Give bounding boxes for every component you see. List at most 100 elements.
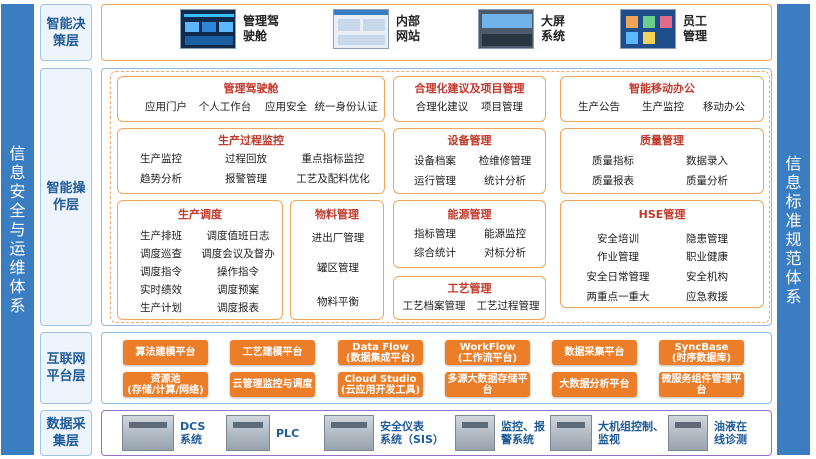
module-item[interactable]: 安全培训	[597, 233, 639, 245]
module-dispatch[interactable]: 生产调度 生产排班 调度值班日志 调度巡查 调度会议及督办 调度指令 操作指令 …	[117, 200, 283, 320]
decision-item-label-line: 管理驾	[243, 14, 280, 28]
module-item[interactable]: 数据录入	[686, 155, 728, 167]
module-item[interactable]: 实时绩效	[140, 284, 182, 296]
decision-item-website[interactable]: 内部网站	[333, 9, 420, 49]
platform-algorithm-modeling-button[interactable]: 算法建模平台	[123, 340, 208, 365]
platform-cloud-studio-button[interactable]: Cloud Studio(云应用开发工具)	[338, 372, 423, 397]
module-item[interactable]: 罐区管理	[317, 262, 359, 274]
module-title: 物料管理	[315, 208, 359, 221]
module-item[interactable]: 操作指令	[217, 266, 259, 278]
module-item[interactable]: 设备档案	[414, 155, 456, 167]
module-item[interactable]: 个人工作台	[198, 101, 252, 113]
module-title: 质量管理	[640, 134, 684, 147]
module-item[interactable]: 生产排班	[140, 230, 182, 242]
module-item[interactable]: 调度指令	[140, 266, 182, 278]
decision-item-staff[interactable]: 员工管理	[620, 9, 707, 49]
module-item[interactable]: 调度报表	[217, 302, 259, 314]
platform-craft-modeling-button[interactable]: 工艺建模平台	[230, 340, 315, 365]
platform-workflow-button[interactable]: WorkFlow(工作流平台)	[445, 340, 530, 365]
device-label-line: PLC	[276, 426, 300, 440]
module-mobile-office[interactable]: 智能移动办公 生产公告 生产监控 移动办公	[560, 76, 764, 122]
device-monitoring-alarm[interactable]: 监控、报警系统	[455, 415, 545, 451]
layer-label-line: 平台层	[46, 369, 86, 384]
platform-data-flow-button[interactable]: Data Flow(数据集成平台)	[338, 340, 423, 365]
decision-item-cockpit[interactable]: 管理驾驶舱	[180, 9, 279, 49]
module-item[interactable]: 工艺及配料优化	[296, 173, 370, 185]
module-item[interactable]: 安全机构	[686, 271, 728, 283]
module-item[interactable]: 质量分析	[686, 175, 728, 187]
module-item[interactable]: 调度巡查	[140, 248, 182, 260]
device-plc[interactable]: PLC	[226, 415, 299, 451]
module-item[interactable]: 趋势分析	[140, 173, 182, 185]
module-item[interactable]: 生产监控	[642, 101, 684, 113]
module-item[interactable]: 两重点一重大	[586, 291, 650, 303]
side-char: 信	[785, 153, 802, 173]
side-char: 全	[9, 201, 26, 220]
module-item[interactable]: 生产公告	[578, 101, 620, 113]
module-item[interactable]: 调度值班日志	[206, 230, 270, 242]
platform-syncbase-button[interactable]: SyncBase(时序数据库)	[659, 340, 744, 365]
module-item[interactable]: 报警管理	[225, 173, 267, 185]
module-item[interactable]: 合理化建议	[415, 101, 469, 113]
decision-item-label: 大屏系统	[541, 14, 565, 44]
platform-data-collection-button[interactable]: 数据采集平台	[552, 340, 637, 365]
module-equipment[interactable]: 设备管理 设备档案 检维修管理 运行管理 统计分析	[393, 128, 546, 194]
module-item[interactable]: 项目管理	[481, 101, 523, 113]
module-item[interactable]: 综合统计	[414, 247, 456, 259]
platform-cloud-monitoring-button[interactable]: 云管理监控与调度	[230, 372, 315, 397]
module-item[interactable]: 生产监控	[140, 153, 182, 165]
module-item[interactable]: 应急救援	[686, 291, 728, 303]
device-label-line: 线诊测	[714, 433, 747, 446]
module-process-monitoring[interactable]: 生产过程监控 生产监控 过程回放 重点指标监控 趋势分析 报警管理 工艺及配料优…	[117, 128, 385, 194]
module-item[interactable]: 运行管理	[414, 175, 456, 187]
module-item[interactable]: 职业健康	[686, 251, 728, 263]
module-item[interactable]: 重点指标监控	[301, 153, 365, 165]
module-hse[interactable]: HSE管理 安全培训 隐患管理 作业管理 职业健康 安全日常管理 安全机构 两重…	[560, 200, 764, 308]
module-item[interactable]: 应用门户	[145, 101, 187, 113]
decision-item-big-screen[interactable]: 大屏系统	[478, 9, 565, 49]
module-item[interactable]: 工艺过程管理	[476, 300, 540, 312]
module-item[interactable]: 对标分析	[484, 247, 526, 259]
module-item[interactable]: 质量指标	[592, 155, 634, 167]
platform-resource-pool-button[interactable]: 资源池(存储/计算/网络)	[123, 372, 208, 397]
module-title: 合理化建议及项目管理	[414, 82, 525, 95]
platform-sublabel: (时序数据库)	[671, 352, 732, 364]
module-item[interactable]: 过程回放	[225, 153, 267, 165]
module-craft[interactable]: 工艺管理 工艺档案管理 工艺过程管理	[393, 276, 546, 320]
module-item[interactable]: 工艺档案管理	[402, 300, 466, 312]
platform-bigdata-storage-button[interactable]: 多源大数据存储平台	[445, 372, 530, 397]
module-item[interactable]: 移动办公	[703, 101, 745, 113]
platform-bigdata-analysis-button[interactable]: 大数据分析平台	[552, 372, 637, 397]
module-cockpit[interactable]: 管理驾驶舱 应用门户 个人工作台 应用安全 统一身份认证	[117, 76, 385, 122]
module-energy[interactable]: 能源管理 指标管理 能源监控 综合统计 对标分析	[393, 200, 546, 268]
side-char: 体	[785, 267, 802, 287]
module-item[interactable]: 物料平衡	[317, 296, 359, 308]
module-item[interactable]: 应用安全	[265, 101, 307, 113]
module-item[interactable]: 质量报表	[592, 175, 634, 187]
device-unit-control[interactable]: 大机组控制、监视	[550, 415, 664, 451]
sis-cabinet-icon	[324, 415, 374, 451]
platform-microservice-button[interactable]: 微服务组件管理平台	[659, 372, 744, 397]
module-item[interactable]: 调度会议及督办	[201, 248, 275, 260]
module-item[interactable]: 安全日常管理	[586, 271, 650, 283]
dashboard-screen-icon	[180, 9, 236, 49]
module-material[interactable]: 物料管理 进出厂管理 罐区管理 物料平衡	[290, 200, 384, 320]
module-item[interactable]: 生产计划	[140, 302, 182, 314]
module-item[interactable]: 检维修管理	[478, 155, 532, 167]
device-oil-diagnosis[interactable]: 油液在线诊测	[668, 415, 747, 451]
module-quality[interactable]: 质量管理 质量指标 数据录入 质量报表 质量分析	[560, 128, 764, 194]
module-rational-suggestion[interactable]: 合理化建议及项目管理 合理化建议 项目管理	[393, 76, 546, 122]
module-item[interactable]: 作业管理	[597, 251, 639, 263]
security-ops-system-bar: 信 息 安 全 与 运 维 体 系	[1, 4, 34, 455]
device-label: 监控、报警系统	[501, 420, 545, 446]
layer-label-operation: 智能操作层	[40, 68, 92, 326]
module-item[interactable]: 进出厂管理	[311, 232, 365, 244]
module-item[interactable]: 能源监控	[484, 228, 526, 240]
device-sis[interactable]: 安全仪表系统（SIS）	[324, 415, 444, 451]
module-item[interactable]: 统计分析	[484, 175, 526, 187]
module-item[interactable]: 调度预案	[217, 284, 259, 296]
module-item[interactable]: 指标管理	[414, 228, 456, 240]
module-item[interactable]: 隐患管理	[686, 233, 728, 245]
module-item[interactable]: 统一身份认证	[314, 101, 378, 113]
